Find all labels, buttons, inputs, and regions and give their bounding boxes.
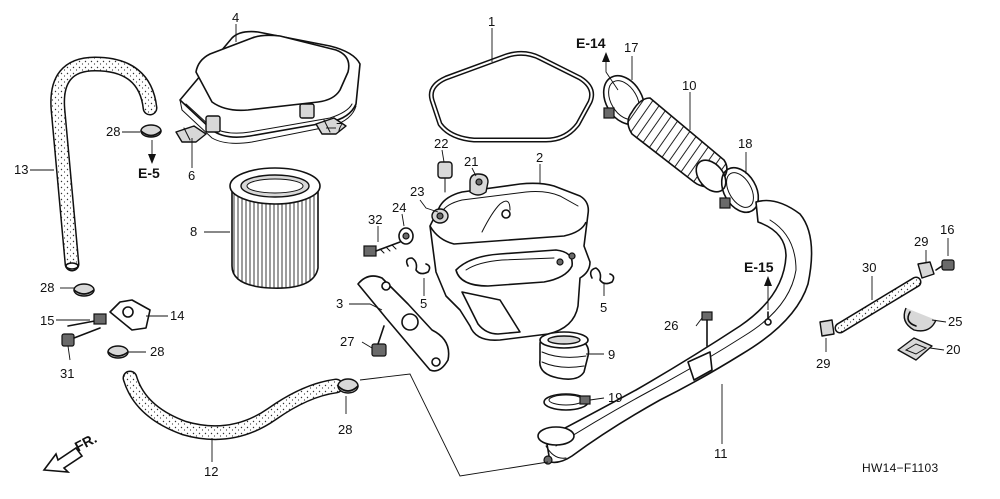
part-6-label: 6 bbox=[188, 168, 195, 183]
band-19 bbox=[543, 393, 591, 411]
part-21-label: 21 bbox=[464, 154, 478, 169]
clip-5-left bbox=[405, 257, 431, 275]
part-4-label: 4 bbox=[232, 10, 239, 25]
cushion-21 bbox=[469, 173, 489, 196]
part-26-label: 26 bbox=[664, 318, 678, 333]
ref-e15-arrow bbox=[764, 276, 772, 310]
part-22-label: 22 bbox=[434, 136, 448, 151]
clip-6 bbox=[175, 125, 207, 143]
ref-e5-label: E-5 bbox=[138, 165, 160, 181]
connection-line bbox=[359, 373, 549, 477]
part-7-label: 7 bbox=[336, 120, 343, 135]
bolt-26 bbox=[701, 311, 713, 347]
air-intake-tube-11 bbox=[537, 199, 813, 465]
bolt-15 bbox=[67, 313, 107, 327]
e15-pin bbox=[764, 311, 772, 326]
clamp-25 bbox=[903, 307, 937, 332]
ref-e15-label: E-15 bbox=[744, 259, 774, 275]
collar-22 bbox=[437, 161, 453, 193]
part-10-label: 10 bbox=[682, 78, 696, 93]
part-2-label: 2 bbox=[536, 150, 543, 165]
hose-clip-28-lower-left bbox=[107, 345, 129, 359]
part-5-left-label: 5 bbox=[420, 296, 427, 311]
grommet-23 bbox=[431, 208, 449, 224]
part-29-lower-label: 29 bbox=[816, 356, 830, 371]
part-30-label: 30 bbox=[862, 260, 876, 275]
gasket-1 bbox=[428, 50, 595, 143]
part-27-label: 27 bbox=[340, 334, 354, 349]
part-labels: 1 2 3 4 5 5 6 7 8 9 10 11 12 13 14 15 16… bbox=[14, 10, 962, 479]
part-5-right-label: 5 bbox=[600, 300, 607, 315]
part-28-lower-label: 28 bbox=[338, 422, 352, 437]
clip-29-left bbox=[819, 319, 835, 337]
part-28-lower-left-label: 28 bbox=[150, 344, 164, 359]
leader-lines bbox=[30, 24, 949, 462]
part-28-left-label: 28 bbox=[40, 280, 54, 295]
stay-3 bbox=[357, 275, 450, 372]
part-8-label: 8 bbox=[190, 224, 197, 239]
ref-e5-arrow bbox=[148, 140, 156, 164]
part-12-label: 12 bbox=[204, 464, 218, 479]
clip-29-right bbox=[917, 261, 935, 279]
connecting-tube-9 bbox=[539, 331, 590, 380]
hose-clip-28-upper bbox=[140, 124, 162, 138]
part-24-label: 24 bbox=[392, 200, 406, 215]
part-28-upper-label: 28 bbox=[106, 124, 120, 139]
part-29-upper-label: 29 bbox=[914, 234, 928, 249]
plug-16 bbox=[935, 259, 955, 271]
air-cleaner-element-8 bbox=[229, 167, 321, 289]
bolt-27 bbox=[371, 325, 387, 357]
part-13-label: 13 bbox=[14, 162, 28, 177]
part-31-label: 31 bbox=[60, 366, 74, 381]
part-20-label: 20 bbox=[946, 342, 960, 357]
part-23-label: 23 bbox=[410, 184, 424, 199]
ref-e14-arrow bbox=[602, 52, 619, 91]
air-duct-10 bbox=[627, 97, 728, 193]
diagram-code: HW14−F1103 bbox=[862, 461, 939, 475]
part-9-label: 9 bbox=[608, 347, 615, 362]
breather-tube-13 bbox=[50, 56, 158, 272]
clip-5-right bbox=[589, 267, 615, 285]
holder-20 bbox=[897, 337, 933, 361]
part-16-label: 16 bbox=[940, 222, 954, 237]
part-18-label: 18 bbox=[738, 136, 752, 151]
part-15-label: 15 bbox=[40, 313, 54, 328]
joint-14 bbox=[109, 299, 151, 331]
part-14-label: 14 bbox=[170, 308, 184, 323]
air-cleaner-case-2 bbox=[429, 182, 591, 342]
front-arrow-icon: FR. bbox=[42, 430, 99, 473]
hose-clip-28-lower bbox=[337, 378, 359, 394]
drain-tube-30 bbox=[834, 276, 922, 334]
part-25-label: 25 bbox=[948, 314, 962, 329]
clip-7 bbox=[315, 117, 347, 135]
bolt-31 bbox=[61, 327, 101, 347]
part-17-label: 17 bbox=[624, 40, 638, 55]
part-32-label: 32 bbox=[368, 212, 382, 227]
air-cleaner-cover-4 bbox=[179, 30, 361, 144]
part-3-label: 3 bbox=[336, 296, 343, 311]
hose-12 bbox=[122, 370, 344, 441]
hose-clip-28-left bbox=[73, 283, 95, 297]
washer-24 bbox=[398, 227, 414, 245]
bolt-32 bbox=[363, 241, 401, 257]
part-19-label: 19 bbox=[608, 390, 622, 405]
band-18 bbox=[719, 166, 760, 214]
ref-e14-label: E-14 bbox=[576, 35, 606, 51]
part-11-label: 11 bbox=[714, 446, 728, 461]
part-1-label: 1 bbox=[488, 14, 495, 29]
